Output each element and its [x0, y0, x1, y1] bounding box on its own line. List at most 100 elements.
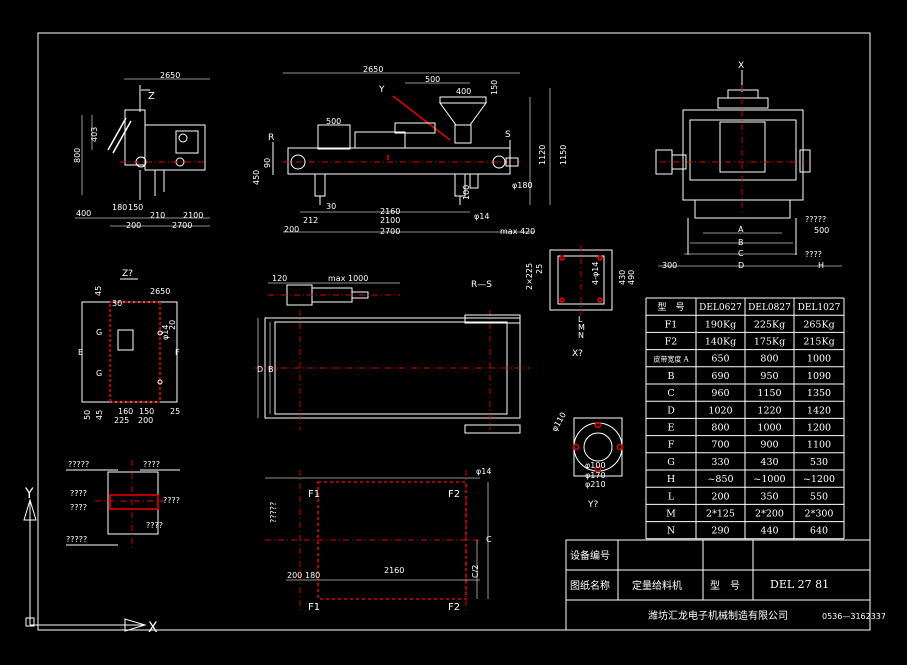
spec-cell: 2*300	[805, 509, 834, 520]
dim-d-end: D	[738, 261, 744, 270]
dim-2160-hole: 2160	[384, 566, 404, 575]
dim-m-x: M	[578, 323, 585, 332]
drawing-name-label: 图纸名称	[570, 579, 610, 592]
spec-cell: F	[668, 440, 675, 451]
company-name: 潍坊汇龙电子机械制造有限公司	[648, 609, 788, 622]
dim-20-z: 20	[168, 320, 177, 330]
dim-c-hole: C	[486, 535, 492, 544]
title-block: 设备编号 图纸名称 定量给料机 型 号 DEL 27 81 潍坊汇龙电子机械制造…	[565, 539, 886, 631]
spec-cell: 皮带宽度 A	[653, 355, 689, 364]
dim-max420-front: max 420	[500, 227, 535, 236]
dim-f-z: F	[175, 348, 180, 357]
spec-cell: 1000	[807, 354, 831, 365]
dim-4phi14-x: 4-φ14	[591, 262, 600, 285]
dim-e-z: E	[78, 348, 83, 357]
spec-cell: ~1000	[753, 474, 785, 485]
wire-note-5: ????	[163, 496, 180, 505]
spec-cell: ~1200	[803, 474, 835, 485]
dim-c2-hole: C/2	[471, 565, 480, 578]
spec-cell: 440	[760, 526, 778, 537]
end-note-2: ????	[805, 250, 822, 259]
dim-c-end: C	[738, 249, 744, 258]
dim-200-left: 200	[126, 221, 141, 230]
spec-cell: 1420	[807, 405, 831, 416]
spec-cell: L	[668, 491, 675, 502]
y-view: φ110 φ100 φ170 φ210 Y?	[550, 411, 624, 510]
x-view-title: X?	[572, 349, 583, 359]
spec-cell: H	[667, 474, 675, 485]
dim-800: 800	[73, 148, 82, 163]
dim-2160-front: 2160	[380, 207, 400, 216]
spec-cell: 290	[711, 526, 729, 537]
f2-top-label: F2	[448, 489, 460, 500]
dim-a-end: A	[738, 225, 744, 234]
spec-cell: 2*125	[706, 509, 735, 520]
view-z-marker: Z	[148, 91, 155, 102]
dim-500b-front: 500	[326, 117, 341, 126]
spec-cell: 640	[810, 526, 828, 537]
dim-100-front: 100	[462, 185, 471, 200]
dim-n-x: N	[578, 331, 584, 340]
spec-cell: G	[667, 457, 675, 468]
spec-cell: 350	[760, 491, 778, 502]
dim-45b-z: 45	[95, 410, 104, 420]
wire-note-1: ?????	[68, 460, 89, 469]
dim-phi170-y: φ170	[585, 471, 606, 480]
spec-cell: 2*200	[755, 509, 784, 520]
dim-d-plan: D	[257, 365, 263, 374]
end-view: X A B C D 300 H 500 ????? ????	[655, 61, 842, 270]
dim-g1-z: G	[96, 328, 102, 337]
dim-phi180-front: φ180	[512, 181, 533, 190]
spec-cell: 700	[711, 440, 729, 451]
dim-430-x: 430	[618, 270, 627, 285]
spec-cell: 190Kg	[705, 319, 736, 330]
spec-cell: 1090	[807, 371, 831, 382]
spec-header-cell: DEL1027	[798, 303, 841, 313]
dim-phi210-y: φ210	[585, 480, 606, 489]
dim-2100-left: 2100	[183, 211, 203, 220]
company-phone: 0536—3162337	[822, 612, 886, 621]
spec-header-cell: DEL0827	[748, 303, 791, 313]
z-view: Z? 2650 45 30 G G E F φ14 20 50 45 160 1…	[78, 269, 180, 425]
wire-note-7: ?????	[66, 535, 87, 544]
spec-cell: E	[668, 423, 675, 434]
wire-note-4: ????	[70, 503, 87, 512]
wiring-detail: ????? ???? ???? ???? ???? ???? ?????	[66, 460, 180, 550]
spec-cell: D	[667, 405, 675, 416]
dim-g2-z: G	[96, 369, 102, 378]
view-x-marker: X	[738, 61, 744, 71]
dim-225-z: 225	[114, 416, 129, 425]
dim-500-end: 500	[814, 226, 829, 235]
dim-phi14-z: φ14	[161, 325, 170, 340]
dim-200-hole: 200	[287, 571, 302, 580]
dim-50-z: 50	[83, 410, 92, 420]
spec-cell: 1100	[807, 440, 831, 451]
wire-note-6: ????	[146, 521, 163, 530]
spec-cell: 960	[711, 388, 729, 399]
dim-phi100-y: φ100	[585, 461, 606, 470]
device-number-label: 设备编号	[570, 549, 610, 562]
dim-1120-front: 1120	[538, 145, 547, 165]
spec-cell: 225Kg	[754, 319, 785, 330]
dim-25-z: 25	[170, 407, 180, 416]
dim-210-left: 210	[150, 211, 165, 220]
dim-300-end: 300	[662, 261, 677, 270]
dim-45-z: 45	[94, 286, 103, 296]
spec-cell: F2	[665, 337, 678, 348]
spec-cell: F1	[665, 319, 678, 330]
dim-phi14-front: φ14	[474, 212, 489, 221]
spec-cell: 330	[711, 457, 729, 468]
section-r-marker: R	[268, 133, 274, 143]
dim-2700-front: 2700	[380, 227, 400, 236]
end-note-1: ?????	[805, 215, 826, 224]
dim-2100-front: 2100	[380, 216, 400, 225]
spec-cell: 900	[760, 440, 778, 451]
dim-25-x: 25	[535, 264, 544, 274]
dim-l-x: L	[578, 315, 583, 324]
dim-200-front: 200	[284, 225, 299, 234]
spec-header-cell: DEL0627	[699, 303, 742, 313]
dim-max1000-plan: max 1000	[328, 274, 368, 283]
dim-212-front: 212	[303, 216, 318, 225]
